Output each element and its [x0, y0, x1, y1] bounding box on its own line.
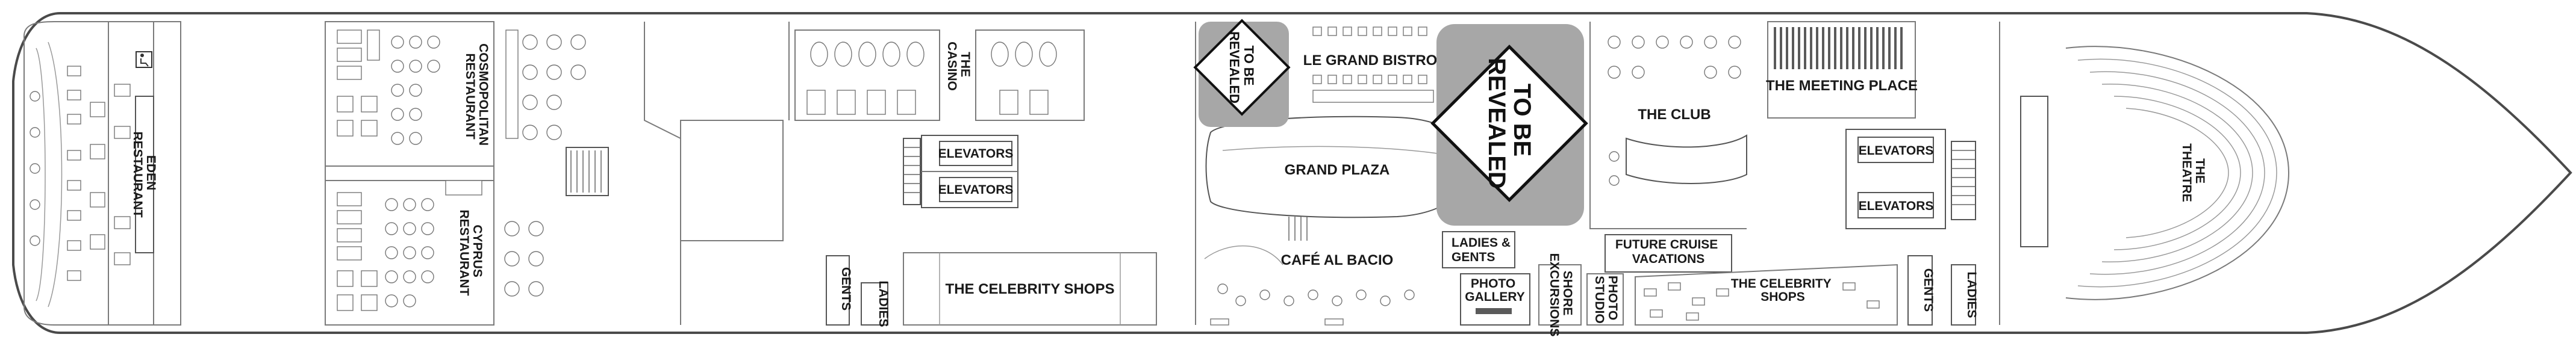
the-club-label: THE CLUB — [1638, 107, 1711, 123]
grand-plaza-area: GRAND PLAZA — [1195, 22, 1474, 325]
cosmopolitan-restaurant-label: COSMOPOLITAN RESTAURANT — [463, 43, 490, 149]
le-grand-bistro-area: LE GRAND BISTRO — [1303, 26, 1438, 103]
grand-plaza-label: GRAND PLAZA — [1285, 162, 1390, 178]
elevators-label-3: ELEVATORS — [1859, 144, 1934, 158]
elevators-label-1: ELEVATORS — [938, 147, 1014, 161]
shore-excursions-label: SHORE EXCURSIONS — [1547, 253, 1574, 337]
celebrity-shops-label-1: THE CELEBRITY SHOPS — [946, 281, 1115, 297]
to-be-revealed-small: TO BE REVEALED — [1193, 19, 1291, 127]
casino-area: THE CASINO — [644, 22, 1085, 325]
elevators-label-4: ELEVATORS — [1859, 199, 1934, 213]
cafe-al-bacio-area: CAFÉ AL BACIO — [1204, 245, 1415, 326]
accessible-restroom-icon — [136, 51, 152, 68]
casino-label: THE CASINO — [945, 42, 972, 91]
photo-gallery-area: PHOTO GALLERY — [1460, 273, 1530, 326]
celebrity-shops-fwd: THE CELEBRITY SHOPS — [1635, 264, 1898, 326]
cyprus-restaurant-area: CYPRUS RESTAURANT — [325, 180, 544, 326]
meeting-place-label: THE MEETING PLACE — [1766, 78, 1918, 94]
cafe-al-bacio-label: CAFÉ AL BACIO — [1281, 252, 1394, 268]
future-cruise-label: FUTURE CRUISE VACATIONS — [1615, 238, 1721, 266]
elevators-label-2: ELEVATORS — [938, 183, 1014, 197]
theatre-area: THE THEATRE — [1999, 22, 2290, 325]
aft-staircase — [566, 147, 609, 196]
restrooms-fwd: GENTS LADIES — [1907, 255, 1979, 326]
the-club-area: THE CLUB — [1589, 22, 1747, 229]
ladies-gents-label: LADIES & GENTS — [1452, 236, 1514, 264]
future-cruise-vacations-area: FUTURE CRUISE VACATIONS — [1605, 234, 1732, 273]
shore-excursions-area: SHORE EXCURSIONS — [1538, 253, 1582, 337]
elevator-bank-fwd: ELEVATORS ELEVATORS — [1845, 129, 1976, 229]
le-grand-bistro-label: LE GRAND BISTRO — [1303, 52, 1438, 69]
celebrity-shops-label-2: THE CELEBRITY SHOPS — [1731, 277, 1835, 304]
photo-studio-area: PHOTO STUDIO — [1586, 273, 1624, 326]
restrooms-center: LADIES & GENTS — [1442, 231, 1515, 268]
gents-label-2: GENTS — [1921, 268, 1935, 312]
gents-label-1: GENTS — [839, 267, 853, 310]
eden-restaurant-area: EDEN RESTAURANT — [23, 21, 181, 326]
theatre-label: THE THEATRE — [2180, 143, 2207, 202]
restrooms-aft: GENTS LADIES — [826, 255, 890, 327]
elevator-bank-aft: ELEVATORS ELEVATORS — [903, 135, 1018, 208]
eden-restaurant-label: EDEN RESTAURANT — [131, 131, 158, 217]
svg-text:TO BE REVEALED: TO BE REVEALED — [1483, 58, 1535, 189]
meeting-place-area: THE MEETING PLACE — [1766, 21, 1918, 119]
cyprus-restaurant-label: CYPRUS RESTAURANT — [457, 209, 484, 295]
photo-gallery-label: PHOTO GALLERY — [1465, 277, 1525, 304]
svg-text:TO BE REVEALED: TO BE REVEALED — [1227, 31, 1256, 103]
to-be-revealed-large: TO BE REVEALED — [1430, 24, 1588, 226]
celebrity-shops-aft: THE CELEBRITY SHOPS — [903, 252, 1157, 326]
ladies-label-2: LADIES — [1965, 271, 1979, 318]
photo-studio-label: PHOTO STUDIO — [1592, 276, 1620, 324]
ladies-label-1: LADIES — [876, 280, 890, 327]
